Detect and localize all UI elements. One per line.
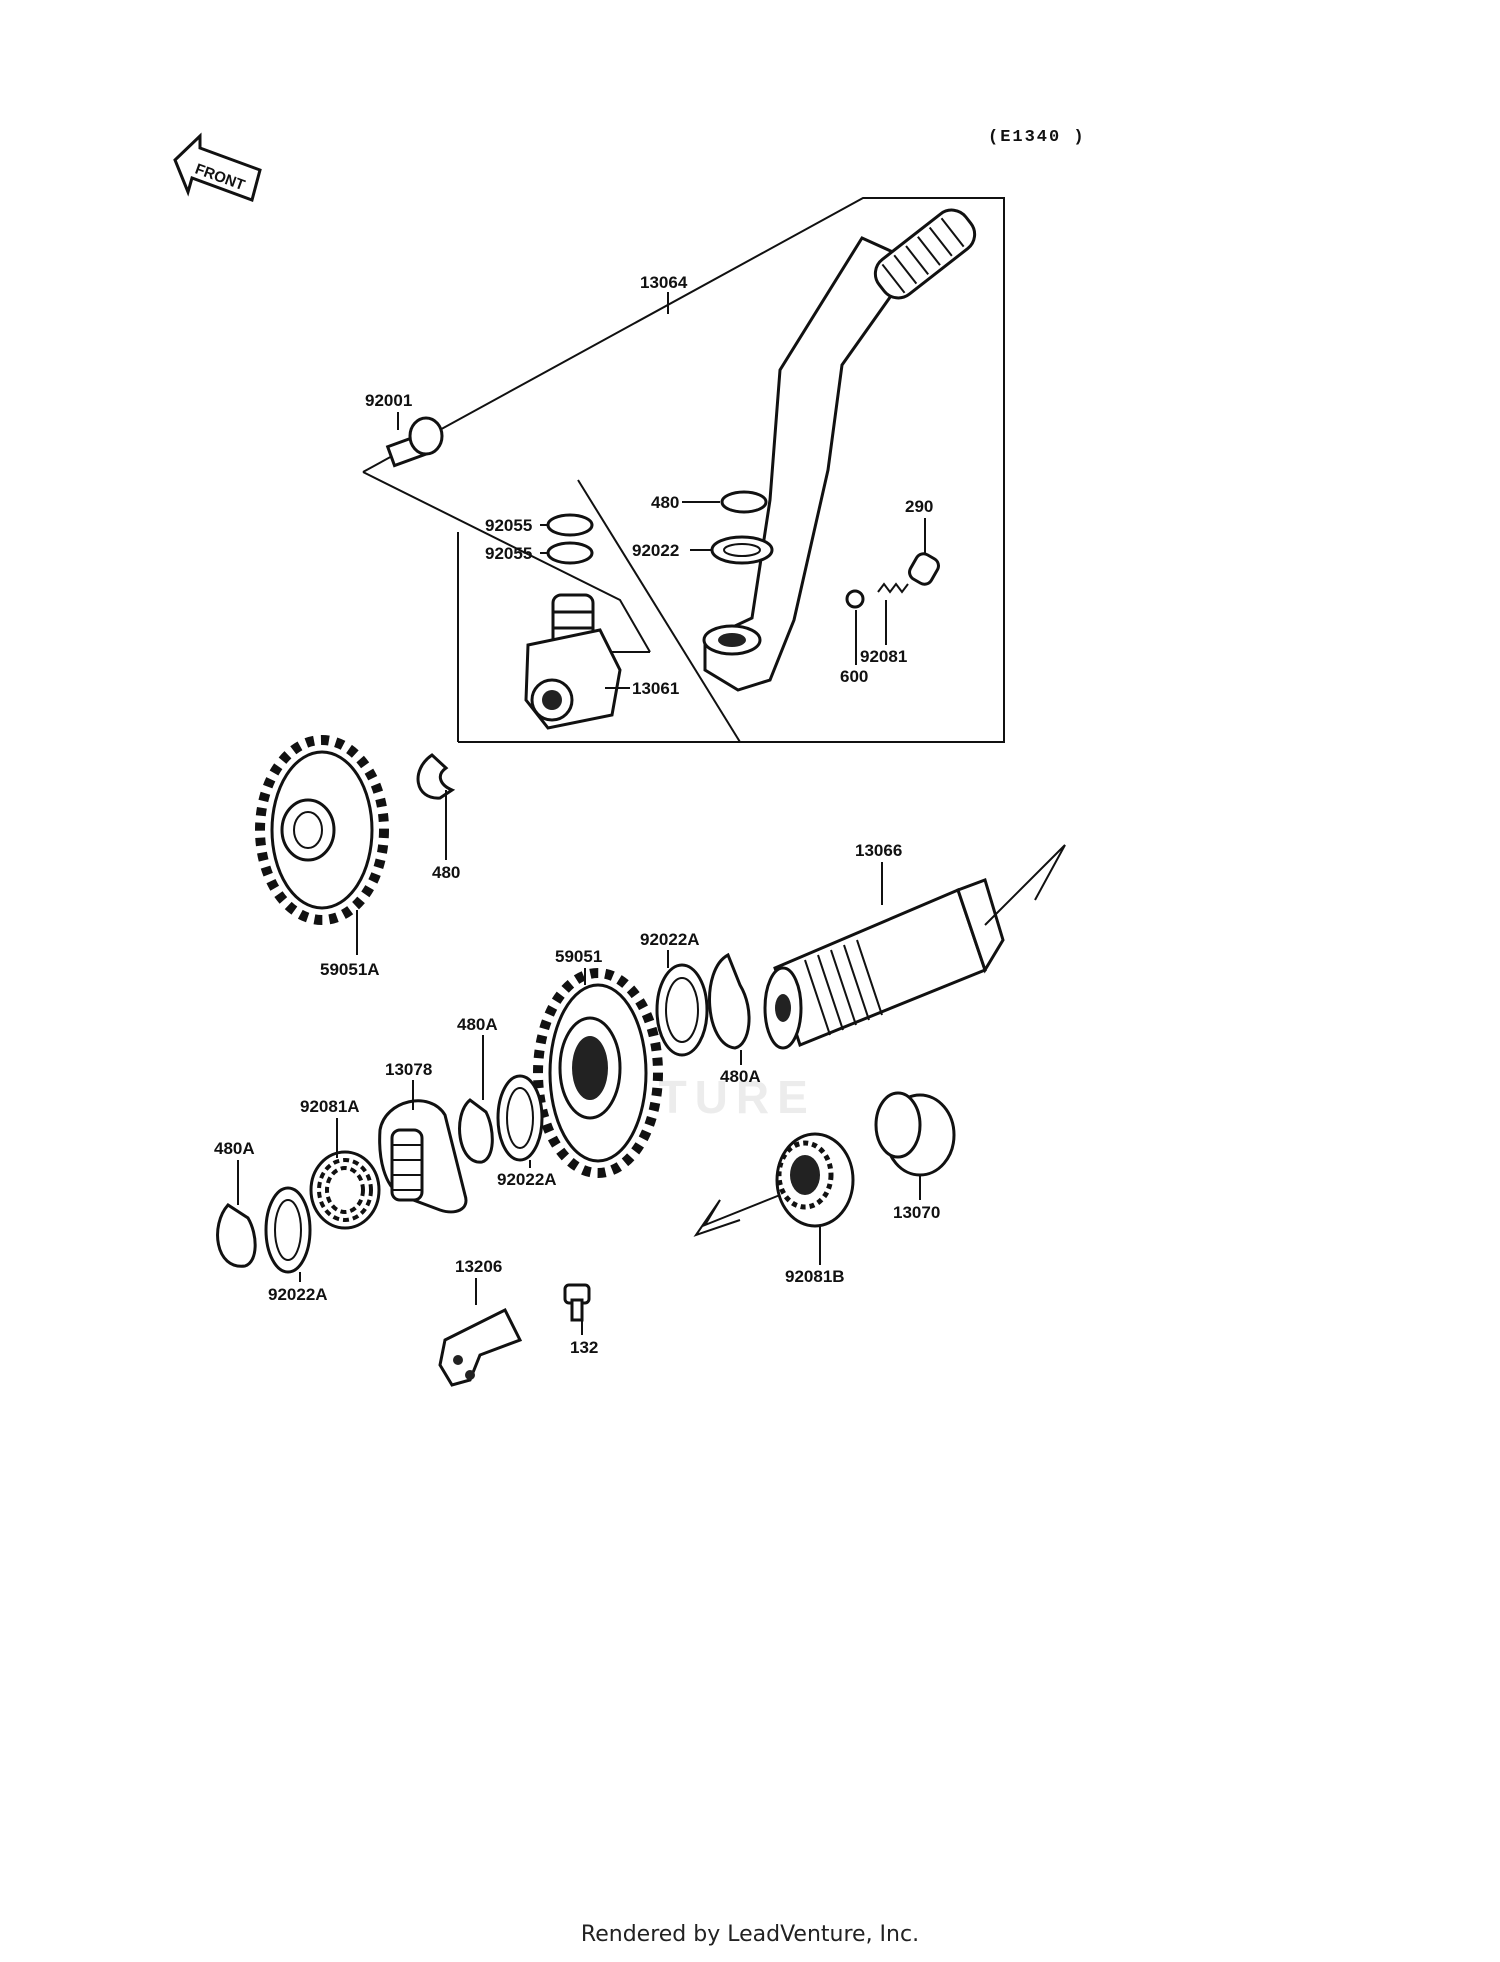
- kick-pedal-lever: [702, 208, 977, 692]
- washer-92022A-b: [496, 1074, 544, 1162]
- guide-13206: [438, 1307, 523, 1387]
- pin-290: [908, 552, 940, 586]
- callout-59051: 59051: [555, 947, 602, 966]
- spring-92081B: [693, 1132, 855, 1237]
- callout-59051A: 59051A: [320, 960, 380, 979]
- callout-92022A-b: 92022A: [497, 1170, 557, 1189]
- bolt-132: [563, 1283, 591, 1322]
- callout-92022A-a: 92022A: [640, 930, 700, 949]
- callout-92081: 92081: [860, 647, 907, 666]
- circlip-480-top: [720, 490, 768, 514]
- callout-92055-b: 92055: [485, 544, 532, 563]
- gear-59051: [533, 968, 663, 1178]
- circlip-480A-c: [216, 1203, 257, 1268]
- callout-92081A: 92081A: [300, 1097, 360, 1116]
- front-arrow-icon: FRONT: [173, 132, 262, 202]
- callout-13070: 13070: [893, 1203, 940, 1222]
- washer-92022: [710, 535, 774, 565]
- o-ring-92055-b: [546, 541, 594, 565]
- kick-pedal-boss-13061: [524, 593, 622, 730]
- spring-92081A: [309, 1150, 381, 1230]
- callout-13061: 13061: [632, 679, 679, 698]
- circlip-480-mid: [416, 753, 456, 800]
- callout-92001: 92001: [365, 391, 412, 410]
- footer-credit: Rendered by LeadVenture, Inc.: [580, 1922, 920, 1947]
- callout-290: 290: [905, 497, 933, 516]
- washer-92022A-a: [655, 963, 709, 1057]
- callout-480-top: 480: [651, 493, 679, 512]
- callout-480A-c: 480A: [214, 1139, 255, 1158]
- callout-leaders: [237, 292, 926, 1335]
- callout-480A-b: 480A: [720, 1067, 761, 1086]
- kick-shaft-13066: [763, 844, 1066, 1050]
- callout-13066: 13066: [855, 841, 902, 860]
- callout-13078: 13078: [385, 1060, 432, 1079]
- callout-92022A-c: 92022A: [268, 1285, 328, 1304]
- ball-600: [845, 589, 865, 609]
- callout-92081B: 92081B: [785, 1267, 845, 1286]
- circlip-480A-b: [458, 1098, 494, 1164]
- callout-480-mid: 480: [432, 863, 460, 882]
- callout-480A-a: 480A: [457, 1015, 498, 1034]
- callout-13206: 13206: [455, 1257, 502, 1276]
- o-ring-92055-a: [546, 513, 594, 537]
- bolt-92001: [385, 416, 444, 468]
- collar-13070: [874, 1091, 956, 1177]
- callout-132: 132: [570, 1338, 598, 1357]
- spring-92081: [877, 582, 909, 594]
- callout-13064: 13064: [640, 273, 688, 292]
- callout-600: 600: [840, 667, 868, 686]
- callout-92055-a: 92055: [485, 516, 532, 535]
- diagram-code: (E1340 ): [988, 128, 1086, 147]
- callout-92022: 92022: [632, 541, 679, 560]
- ratchet-13078: [378, 1099, 468, 1214]
- circlip-480A-a: [708, 952, 751, 1050]
- washer-92022A-c: [264, 1186, 312, 1274]
- gear-59051A: [255, 735, 389, 925]
